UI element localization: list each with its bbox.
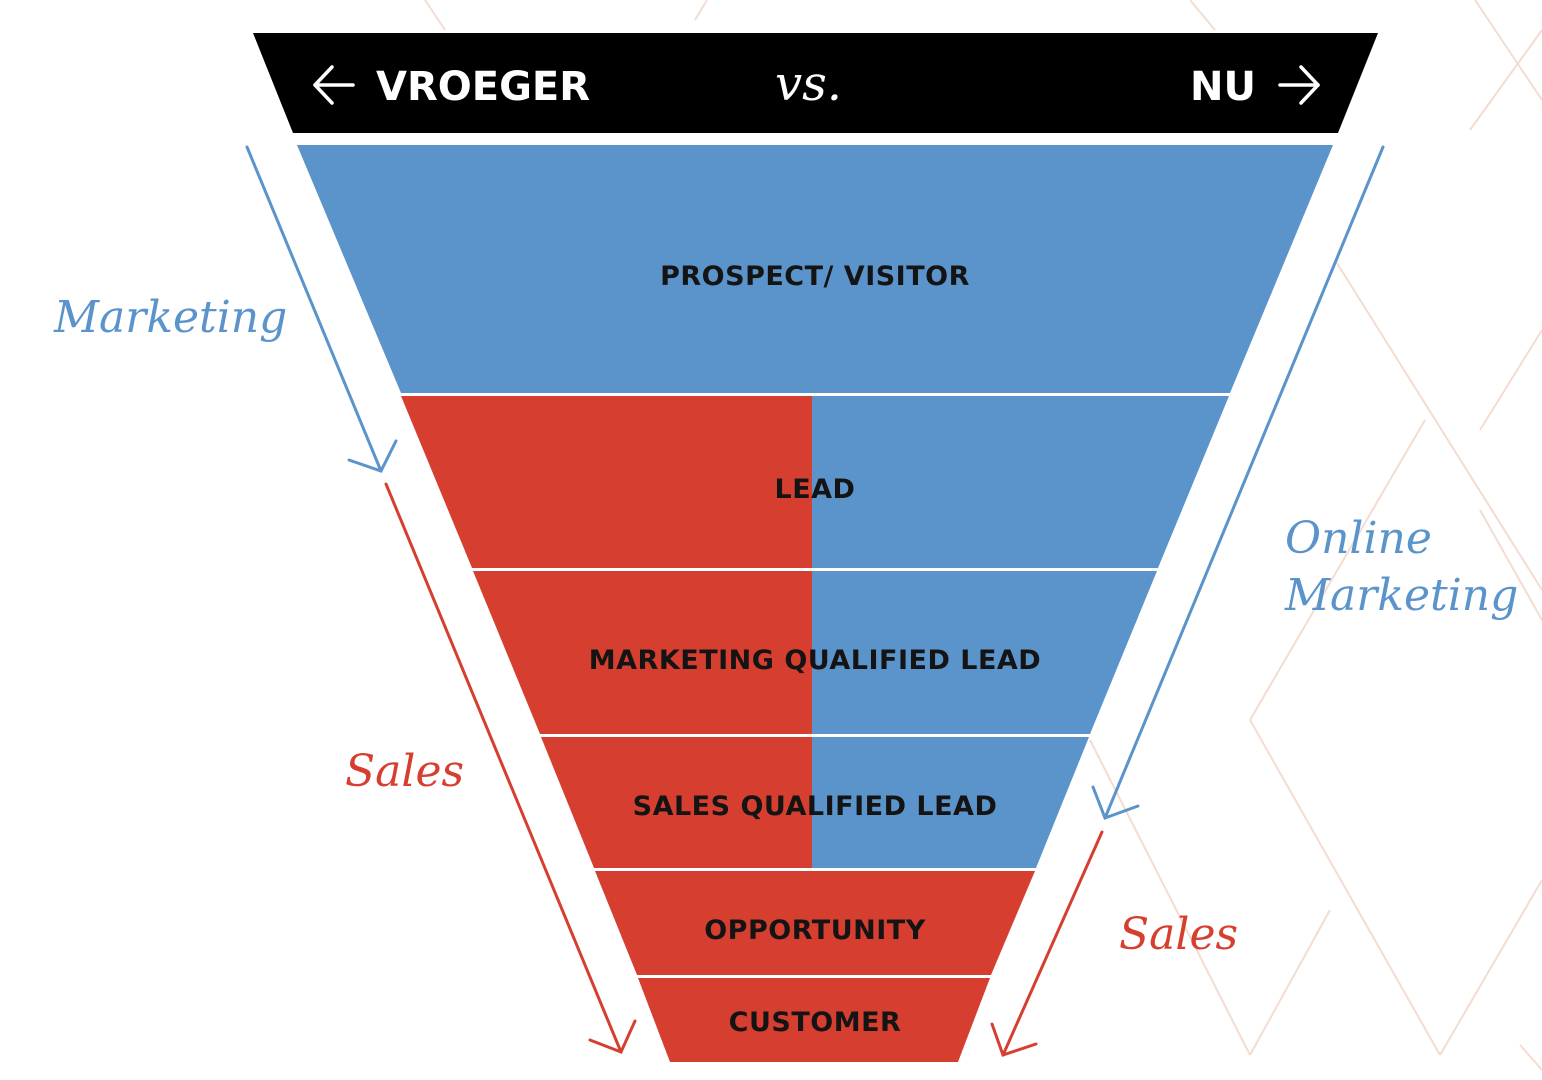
left-sales-arrow: [384, 482, 637, 1054]
header-bar: [253, 33, 1378, 133]
right-sales-arrow: [990, 830, 1104, 1057]
stage-prospect-visitor: [297, 145, 1333, 393]
header-right-label: NU: [1190, 64, 1256, 110]
stage-label-prospect: PROSPECT/ VISITOR: [660, 261, 970, 292]
stage-label-opportunity: OPPORTUNITY: [704, 915, 926, 946]
left-sales-label: Sales: [345, 746, 464, 797]
stage-lead-blue: [812, 396, 1229, 568]
stage-label-lead: LEAD: [775, 474, 856, 505]
header-left-label: VROEGER: [376, 64, 590, 110]
stage-opportunity: [595, 871, 1035, 975]
right-arrow-icon: [1278, 65, 1320, 105]
right-marketing-label: Marketing: [1284, 570, 1518, 621]
stage-label-sql: SALES QUALIFIED LEAD: [633, 791, 998, 822]
stage-label-mql: MARKETING QUALIFIED LEAD: [589, 645, 1041, 676]
right-sales-label: Sales: [1119, 909, 1238, 960]
right-online-label: Online: [1285, 513, 1432, 564]
stage-sql-red: [541, 737, 812, 868]
stage-customer: [638, 978, 990, 1062]
stage-mql-red: [473, 571, 812, 734]
left-marketing-arrow: [245, 145, 398, 473]
left-marketing-label: Marketing: [53, 292, 287, 343]
stage-mql-blue: [812, 571, 1157, 734]
stage-label-customer: CUSTOMER: [729, 1007, 902, 1038]
left-arrow-icon: [313, 65, 355, 105]
header-vs-label: vs.: [775, 56, 842, 112]
stage-lead-red: [401, 396, 812, 568]
right-online-marketing-arrow: [1091, 145, 1385, 820]
stage-sql-blue: [812, 737, 1089, 868]
